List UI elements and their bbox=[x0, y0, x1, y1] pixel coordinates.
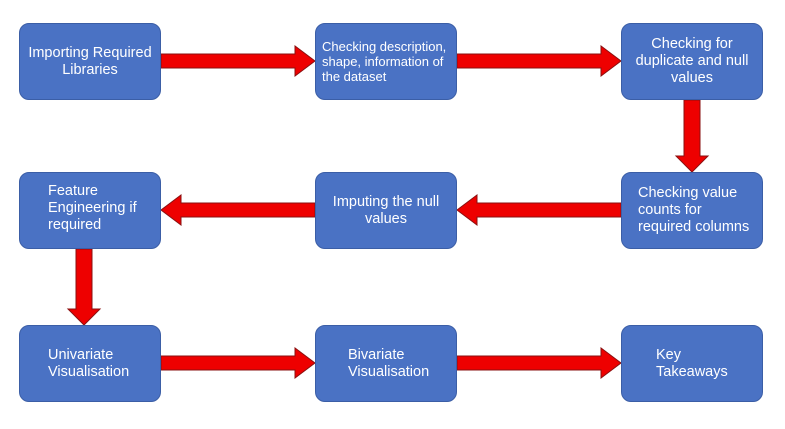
arrow-bivariate-to-key-takeaways bbox=[456, 347, 622, 379]
step-imputing-nulls: Imputing the null values bbox=[315, 172, 457, 249]
step-checking-value-counts-label: Checking value counts for required colum… bbox=[638, 185, 750, 235]
step-checking-dataset: Checking description, shape, information… bbox=[315, 23, 457, 100]
step-bivariate: Bivariate Visualisation bbox=[315, 325, 457, 402]
step-bivariate-label: Bivariate Visualisation bbox=[348, 346, 430, 380]
step-importing-libraries: Importing Required Libraries bbox=[19, 23, 161, 100]
arrow-imputing-to-feature-engineering bbox=[160, 194, 316, 226]
arrow-duplicates-to-value-counts bbox=[674, 99, 710, 173]
step-univariate-label: Univariate Visualisation bbox=[48, 346, 130, 380]
arrow-univariate-to-bivariate bbox=[160, 347, 316, 379]
step-checking-duplicates-label: Checking for duplicate and null values bbox=[635, 36, 749, 86]
arrow-feature-engineering-to-univariate bbox=[66, 248, 102, 326]
step-feature-engineering: Feature Engineering if required bbox=[19, 172, 161, 249]
step-importing-libraries-label: Importing Required Libraries bbox=[28, 44, 152, 78]
arrow-checking-dataset-to-duplicates bbox=[456, 45, 622, 77]
step-key-takeaways: Key Takeaways bbox=[621, 325, 763, 402]
arrow-value-counts-to-imputing bbox=[456, 194, 622, 226]
arrow-importing-to-checking-dataset bbox=[160, 45, 316, 77]
step-imputing-nulls-label: Imputing the null values bbox=[332, 193, 440, 227]
step-univariate: Univariate Visualisation bbox=[19, 325, 161, 402]
step-checking-dataset-label: Checking description, shape, information… bbox=[322, 39, 447, 84]
step-checking-value-counts: Checking value counts for required colum… bbox=[621, 172, 763, 249]
step-feature-engineering-label: Feature Engineering if required bbox=[48, 183, 137, 233]
step-checking-duplicates: Checking for duplicate and null values bbox=[621, 23, 763, 100]
step-key-takeaways-label: Key Takeaways bbox=[656, 346, 728, 380]
